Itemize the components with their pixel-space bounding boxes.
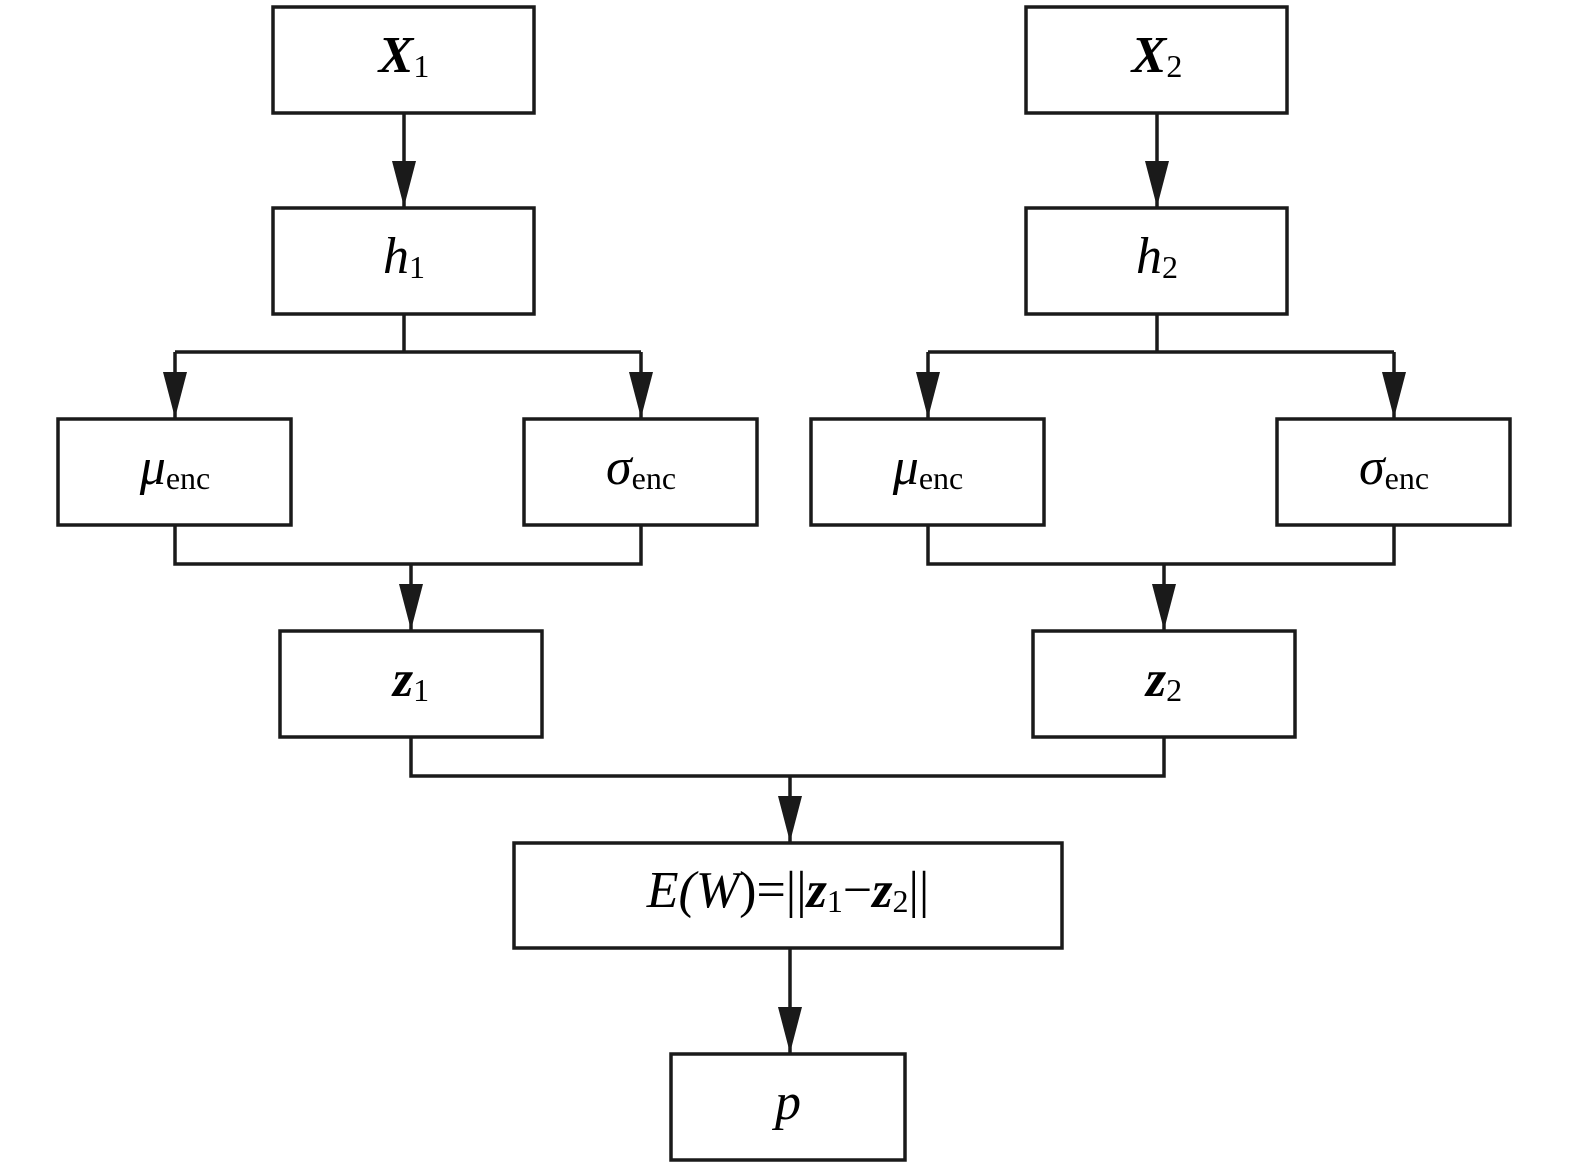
connector-right-merge bbox=[926, 525, 1396, 566]
z2-sub: 2 bbox=[1166, 672, 1182, 708]
x2-sub: 2 bbox=[1166, 48, 1182, 84]
energy-minus: − bbox=[843, 862, 872, 919]
svg-text:μenc: μenc bbox=[892, 439, 964, 496]
svg-text:μenc: μenc bbox=[139, 439, 211, 496]
h2-base: h bbox=[1136, 228, 1162, 285]
energy-eq: )=|| bbox=[739, 862, 806, 919]
connector-h1-split bbox=[175, 314, 641, 354]
node-z1: z1 bbox=[278, 629, 544, 739]
svg-text:p: p bbox=[771, 1074, 801, 1131]
energy-prefix: E( bbox=[646, 862, 699, 919]
node-sigma-left: σenc bbox=[522, 417, 759, 527]
z2-base: z bbox=[1144, 651, 1167, 708]
node-h1: h1 bbox=[271, 206, 536, 316]
node-h2: h2 bbox=[1024, 206, 1289, 316]
z1-base: z bbox=[391, 651, 414, 708]
h2-sub: 2 bbox=[1162, 249, 1178, 285]
svg-text:z2: z2 bbox=[1144, 651, 1182, 708]
energy-w: W bbox=[696, 862, 744, 919]
svg-text:σenc: σenc bbox=[1359, 439, 1429, 496]
h1-base: h bbox=[383, 228, 409, 285]
svg-text:X1: X1 bbox=[377, 27, 430, 84]
node-x2: X2 bbox=[1024, 5, 1289, 115]
svg-text:h2: h2 bbox=[1136, 228, 1178, 285]
mu-right-sub: enc bbox=[919, 460, 963, 496]
mu-left-base: μ bbox=[139, 439, 166, 496]
energy-zb: z bbox=[870, 862, 893, 919]
h1-sub: 1 bbox=[409, 249, 425, 285]
node-sigma-right: σenc bbox=[1275, 417, 1512, 527]
node-mu-right: μenc bbox=[809, 417, 1046, 527]
energy-za-sub: 1 bbox=[827, 883, 843, 919]
mu-left-sub: enc bbox=[166, 460, 210, 496]
connector-h2-split bbox=[928, 314, 1394, 354]
energy-suffix: || bbox=[908, 862, 929, 919]
svg-text:σenc: σenc bbox=[606, 439, 676, 496]
energy-za: z bbox=[805, 862, 828, 919]
x1-base: X bbox=[377, 27, 415, 84]
svg-text:X2: X2 bbox=[1130, 27, 1183, 84]
z1-sub: 1 bbox=[413, 672, 429, 708]
x1-sub: 1 bbox=[413, 48, 429, 84]
node-output-p: p bbox=[669, 1052, 907, 1162]
svg-text:E(W)=||z1−z2||: E(W)=||z1−z2|| bbox=[646, 862, 930, 919]
sigma-left-sub: enc bbox=[632, 460, 676, 496]
p-base: p bbox=[771, 1074, 801, 1131]
connector-z-merge bbox=[409, 737, 1166, 778]
mu-right-base: μ bbox=[892, 439, 919, 496]
node-z2: z2 bbox=[1031, 629, 1297, 739]
x2-base: X bbox=[1130, 27, 1168, 84]
node-mu-left: μenc bbox=[56, 417, 293, 527]
svg-text:h1: h1 bbox=[383, 228, 425, 285]
energy-zb-sub: 2 bbox=[892, 883, 908, 919]
connector-left-merge bbox=[173, 525, 643, 566]
sigma-left-base: σ bbox=[606, 439, 634, 496]
svg-text:z1: z1 bbox=[391, 651, 429, 708]
sigma-right-sub: enc bbox=[1385, 460, 1429, 496]
node-energy: E(W)=||z1−z2|| bbox=[512, 841, 1064, 950]
sigma-right-base: σ bbox=[1359, 439, 1387, 496]
node-x1: X1 bbox=[271, 5, 536, 115]
